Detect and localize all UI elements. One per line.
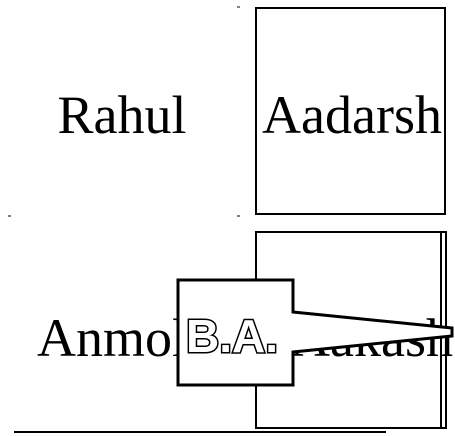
name-bottom-left: Anmol — [37, 308, 187, 368]
top-right-box — [255, 7, 446, 215]
name-top-left: Rahul — [58, 85, 187, 145]
stamp-tag-shape — [176, 278, 454, 387]
stamp-tag: B.A. — [176, 278, 454, 387]
name-top-right: Aadarsh — [262, 85, 442, 145]
stamp-label: B.A. — [186, 310, 278, 362]
